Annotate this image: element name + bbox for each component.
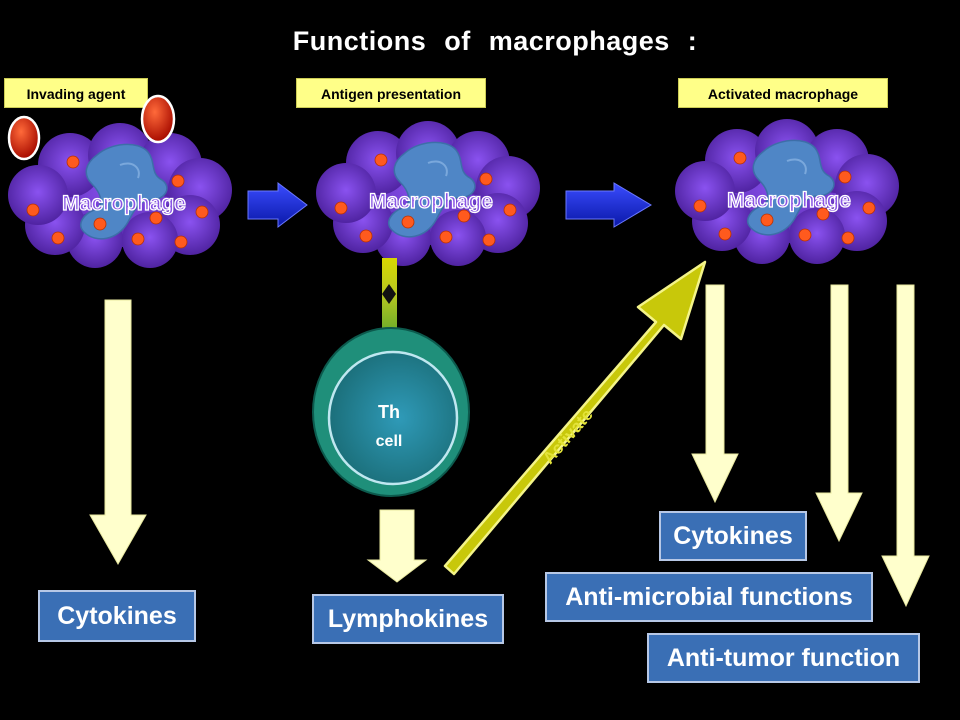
arrow-right-icon <box>247 181 308 229</box>
arrow-down-icon <box>691 284 739 504</box>
macrophage-label-2: Macrophage <box>369 190 493 213</box>
th-cell-label-1: Th <box>378 402 400 422</box>
label-activated-macrophage: Activated macrophage <box>678 78 888 108</box>
invading-agent-icon <box>7 115 41 161</box>
output-cytokines-right: Cytokines <box>659 511 807 561</box>
macrophage-label-1: Macrophage <box>62 192 186 215</box>
th-cell-inner <box>327 350 459 486</box>
mhc-diamond-icon <box>382 284 396 304</box>
arrow-down-icon <box>366 509 428 583</box>
output-cytokines-left: Cytokines <box>38 590 196 642</box>
label-invading-agent: Invading agent <box>4 78 148 108</box>
arrow-right-icon <box>565 182 652 228</box>
output-lymphokines: Lymphokines <box>312 594 504 644</box>
activate-arrow-icon <box>443 260 707 576</box>
invading-agent-icon <box>140 94 176 144</box>
th-cell-label-2: cell <box>376 433 403 450</box>
arrow-down-icon <box>881 284 930 608</box>
label-antigen-presentation: Antigen presentation <box>296 78 486 108</box>
arrow-down-icon <box>89 299 147 566</box>
output-anti-microbial: Anti-microbial functions <box>545 572 873 622</box>
diagram-title: Functions of macrophages : <box>292 26 698 56</box>
arrow-down-icon <box>815 284 863 543</box>
output-anti-tumor: Anti-tumor function <box>647 633 920 683</box>
activate-label: Activate <box>539 405 597 467</box>
macrophage-label-3: Macrophage <box>727 189 851 212</box>
